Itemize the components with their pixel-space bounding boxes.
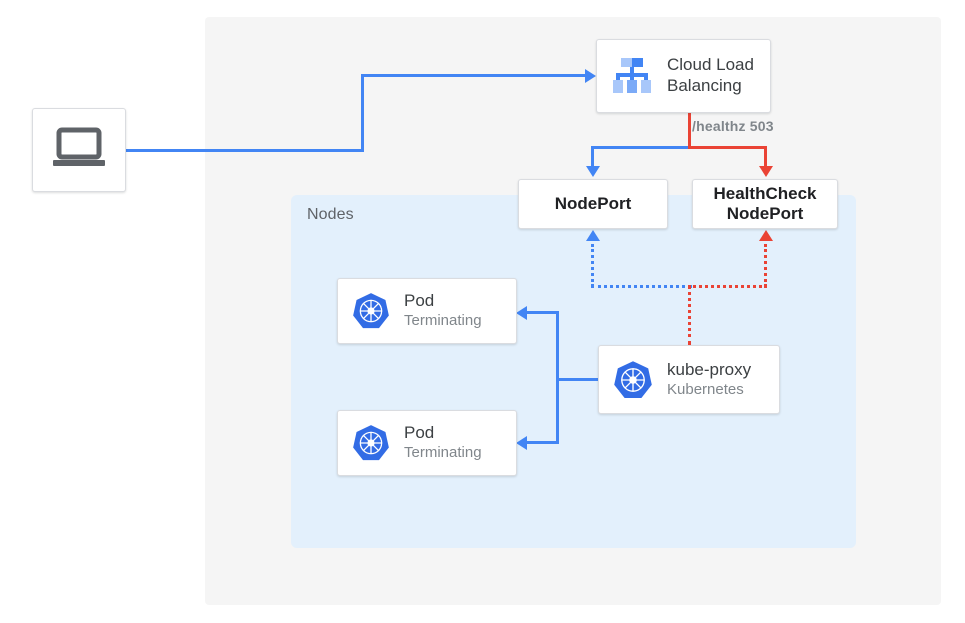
kube-proxy-card[interactable]: kube-proxy Kubernetes (598, 345, 780, 414)
edge-client-to-lb-segment-2 (361, 74, 364, 152)
edge-kubeproxy-to-nodeport-vertical (591, 244, 594, 287)
healthz-status-label: /healthz 503 (692, 118, 774, 134)
pod-name: Pod (404, 291, 435, 311)
healthcheck-nodeport-label-line1: HealthCheck (713, 183, 817, 203)
healthcheck-nodeport-card[interactable]: HealthCheck NodePort (692, 179, 838, 229)
nodes-group-label: Nodes (307, 206, 354, 223)
edge-client-to-lb-segment-1 (126, 149, 364, 152)
edge-kubeproxy-to-nodeport-arrowhead (585, 230, 600, 241)
kube-proxy-name: kube-proxy (667, 359, 752, 379)
nodeport-card[interactable]: NodePort (518, 179, 668, 229)
nodeport-label: NodePort (554, 193, 632, 213)
edge-kubeproxy-to-healthcheck-arrowhead (758, 230, 773, 241)
pod-card[interactable]: Pod Terminating (337, 410, 517, 476)
edge-lb-to-healthcheck-vertical (764, 146, 767, 168)
cloud-load-balancing-title-line2: Balancing (667, 76, 742, 95)
edge-lb-to-nodeport-vertical (591, 146, 594, 168)
edge-kubeproxy-to-nodeport-horizontal (591, 285, 692, 288)
edge-kubeproxy-to-pod-2 (527, 441, 559, 444)
edge-kubeproxy-to-healthcheck-vertical (764, 244, 767, 287)
kubernetes-icon (338, 424, 404, 462)
pod-status: Terminating (404, 312, 482, 330)
edge-lb-to-healthcheck-arrowhead (758, 166, 773, 177)
client-laptop-card[interactable] (32, 108, 126, 192)
edge-kubeproxy-to-healthcheck-horizontal (688, 285, 767, 288)
edge-client-to-lb-arrowhead (585, 68, 596, 83)
laptop-icon (51, 126, 107, 175)
edge-lb-to-nodeport-horizontal (591, 146, 691, 149)
edge-kubeproxy-to-pod-1 (527, 311, 559, 314)
edge-lb-healthz-stem (688, 113, 691, 149)
kubernetes-icon (599, 360, 667, 400)
pod-status: Terminating (404, 444, 482, 462)
pod-name: Pod (404, 423, 435, 443)
edge-kubeproxy-to-pods-bus (556, 311, 559, 443)
pod-card[interactable]: Pod Terminating (337, 278, 517, 344)
cloud-load-balancing-card[interactable]: Cloud Load Balancing (596, 39, 771, 113)
cloud-load-balancing-icon (597, 56, 667, 96)
healthcheck-nodeport-label-line2: NodePort (726, 204, 804, 223)
edge-kubeproxy-to-pods-stem (556, 378, 600, 381)
edge-client-to-lb-segment-3 (361, 74, 587, 77)
edge-kubeproxy-to-pod-2-arrowhead (516, 435, 527, 450)
kube-proxy-subtitle: Kubernetes (667, 380, 744, 398)
cloud-load-balancing-title-line1: Cloud Load (667, 55, 754, 75)
edge-kubeproxy-to-pod-1-arrowhead (516, 305, 527, 320)
edge-lb-to-nodeport-arrowhead (585, 166, 600, 177)
edge-lb-to-healthcheck-horizontal (688, 146, 767, 149)
edge-kubeproxy-stem-red (688, 285, 691, 345)
kubernetes-icon (338, 292, 404, 330)
